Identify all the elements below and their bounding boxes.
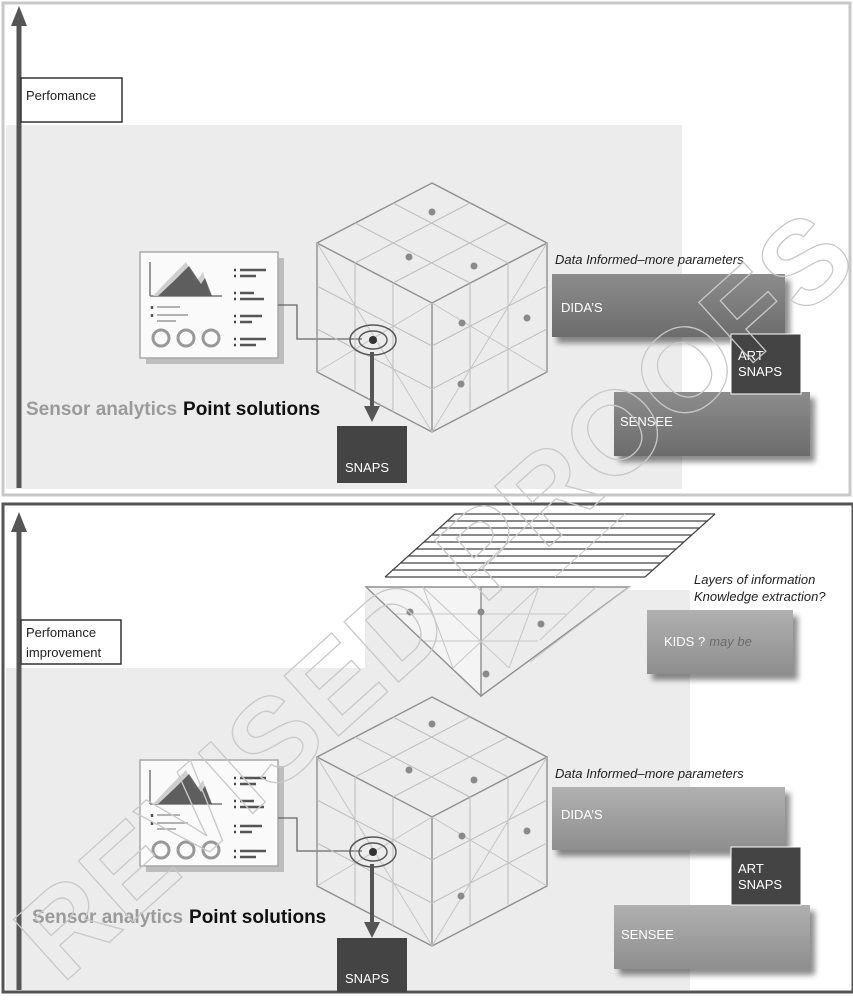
didas-box-label: DIDA’S (561, 300, 603, 315)
didas-box-label: DIDA’S (561, 807, 603, 822)
axis-arrow-icon (11, 512, 27, 990)
art-snaps-box-label-1: ART (738, 861, 764, 876)
kids-maybe: may be (709, 634, 752, 649)
data-informed-label: Data Informed–more parameters (555, 252, 744, 267)
kids-text: KIDS ? (664, 634, 705, 649)
caption-bold: Point solutions (183, 399, 320, 420)
cube-grid (316, 716, 548, 926)
axis-label-line-2: improvement (26, 645, 102, 660)
snaps-box-label: SNAPS (345, 971, 389, 986)
didas-box (552, 787, 785, 850)
dashboard-report-icon (139, 251, 284, 364)
data-informed-label: Data Informed–more parameters (555, 766, 744, 781)
inverted-pyramid (364, 586, 632, 698)
kids-box-label: KIDS ? may be (664, 634, 752, 649)
caption-gray: Sensor analytics (26, 399, 177, 420)
layers-label-line-2: Knowledge extraction? (694, 589, 826, 604)
layers-label-line-1: Layers of information (694, 572, 815, 587)
cube-dots (405, 720, 531, 900)
connector-line (278, 304, 362, 340)
panel-bottom: Perfomance improvement (1, 502, 853, 994)
caption: Sensor analytics Point solutions (32, 907, 326, 928)
art-snaps-box (730, 333, 802, 395)
didas-box (552, 274, 785, 337)
information-layers (384, 513, 716, 578)
snaps-box-label: SNAPS (345, 460, 389, 475)
kids-box (647, 610, 793, 674)
sensee-box-label: SENSEE (621, 927, 674, 942)
connector-line (278, 817, 362, 852)
art-snaps-box-label-2: SNAPS (738, 364, 782, 379)
panel-top: Perfomance (1, 1, 852, 497)
art-snaps-box-label-1: ART (738, 348, 764, 363)
art-snaps-box-label-2: SNAPS (738, 877, 782, 892)
axis-arrow-icon (11, 6, 27, 488)
snaps-box (337, 938, 407, 992)
sensee-box (614, 392, 810, 456)
axis-label-box (20, 619, 122, 665)
axis-label-box (20, 77, 123, 123)
sensee-box-label: SENSEE (620, 414, 673, 429)
snaps-box (337, 426, 407, 483)
down-arrow-icon (364, 352, 380, 422)
art-snaps-box (730, 846, 802, 906)
caption-bold: Point solutions (189, 907, 326, 928)
sensee-box (614, 905, 810, 969)
caption-gray: Sensor analytics (32, 907, 183, 928)
caption: Sensor analytics Point solutions (26, 399, 320, 420)
axis-label: Perfomance (26, 88, 96, 103)
axis-label-line-1: Perfomance (26, 625, 96, 640)
cube-dots (405, 208, 531, 388)
down-arrow-icon (364, 864, 380, 938)
panel-bottom-background (6, 590, 690, 990)
dashboard-report-icon (139, 759, 284, 872)
